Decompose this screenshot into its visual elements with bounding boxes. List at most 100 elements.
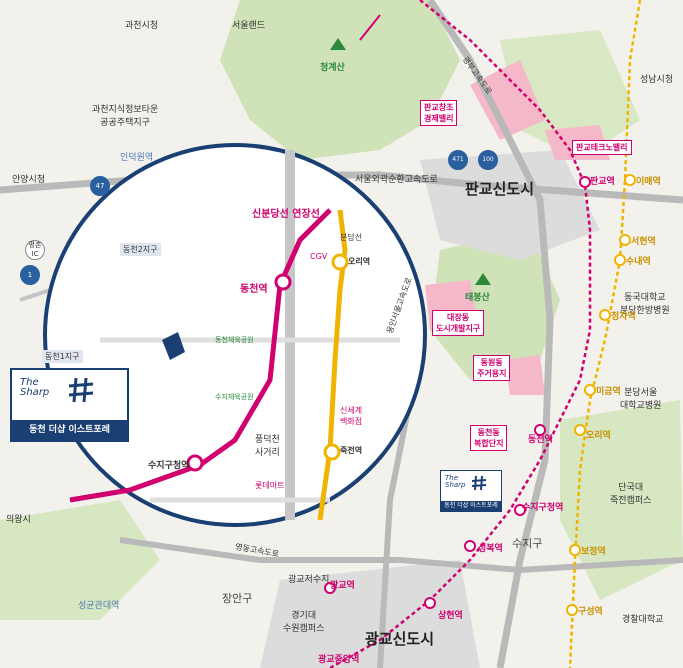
route-100-badge: 100 xyxy=(478,150,498,170)
label-pangyo-stn: 판교역 xyxy=(590,177,615,187)
station-bojeong[interactable] xyxy=(569,544,581,556)
station-gwanggyo[interactable] xyxy=(324,582,336,594)
project-logo-small: The Sharp 동천 더샵 이스트포레 xyxy=(440,470,502,512)
mountain-cheonggye-label: 청계산 xyxy=(320,63,345,73)
station-jeongja[interactable] xyxy=(599,309,611,321)
district-pangyo: 판교신도시 xyxy=(465,180,535,198)
inset-label-dongcheon1: 동천1지구 xyxy=(42,350,83,363)
place-gwanggyo-lake: 광교저수지 xyxy=(288,575,330,585)
label-gwanggyo-station: 광교역 xyxy=(330,581,355,591)
inset-station-jukjeon[interactable] xyxy=(323,443,341,461)
line-sinbundang-out xyxy=(329,0,592,668)
place-seoulland: 서울랜드 xyxy=(232,21,266,31)
inset-label-pungdeok: 풍덕천 사거리 xyxy=(255,435,280,458)
mountain-icon xyxy=(475,273,491,285)
green-area-cheonggye xyxy=(220,0,460,160)
green-area-east xyxy=(560,400,683,600)
line-bundang-out xyxy=(568,0,642,668)
project-site-marker[interactable] xyxy=(162,332,185,360)
green-area-north xyxy=(500,30,640,160)
inset-label-dongcheon: 동천역 xyxy=(240,284,268,295)
inset-label-cgv: CGV xyxy=(310,252,328,261)
place-seongnam: 성남시청 xyxy=(640,75,674,85)
station-dongcheon-outer[interactable] xyxy=(534,424,546,436)
zone-label-pangyo-tech: 판교테크노밸리 xyxy=(572,140,632,155)
label-bojeong: 보정역 xyxy=(581,547,606,557)
zone-pangyo-2nd xyxy=(470,60,545,140)
zone-label-daejang: 대장동 도시개발지구 xyxy=(432,310,485,336)
place-anyang: 안양시청 xyxy=(12,175,46,185)
inset-label-suji-office: 수지구청역 xyxy=(148,461,190,471)
station-sanghyeon[interactable] xyxy=(424,597,436,609)
place-police-univ: 경찰대학교 xyxy=(622,615,664,625)
ic-pyeongchon-badge: 평촌IC xyxy=(25,240,45,260)
inset-station-suji-office[interactable] xyxy=(186,454,204,472)
inset-station-dongcheon[interactable] xyxy=(274,273,292,291)
station-pangyo[interactable] xyxy=(579,176,591,188)
project-title: 동천 더샵 이스트포레 xyxy=(12,420,127,440)
green-area-taebong xyxy=(430,230,560,380)
place-inducwon: 인덕원역 xyxy=(120,153,154,163)
label-guseong: 구성역 xyxy=(578,607,603,617)
place-uiwang: 의왕시 xyxy=(6,515,31,525)
station-suji-outer[interactable] xyxy=(514,504,526,516)
place-dongguk: 동국대학교 분당한방병원 xyxy=(620,293,670,316)
road-yeongdong xyxy=(119,537,683,574)
hash-icon-small xyxy=(471,475,487,491)
label-sunae: 수내역 xyxy=(626,257,651,267)
district-gwanggyo: 광교신도시 xyxy=(365,630,435,648)
label-seohyeon: 서현역 xyxy=(631,237,656,247)
place-sungkyunkwan: 성균관대역 xyxy=(78,601,120,611)
inset-line-sinbundang xyxy=(69,208,332,503)
line-segment xyxy=(359,14,381,41)
zone-label-dongwon: 동원동 주거용지 xyxy=(473,355,511,381)
inset-label-shinsegae: 신세계 백화점 xyxy=(340,406,363,426)
station-sunae[interactable] xyxy=(614,254,626,266)
route-1-badge: 1 xyxy=(20,265,40,285)
inset-station-ori[interactable] xyxy=(331,253,349,271)
inset-label-ori: 오리역 xyxy=(348,257,371,266)
inset-label-dongcheon-park: 동천체육공원 xyxy=(215,336,254,344)
zone-label-pangyo-2nd: 판교창조 경제밸리 xyxy=(420,100,458,126)
label-ori-outer: 오리역 xyxy=(586,431,611,441)
label-gwanggyo-jungang: 광교중앙역 xyxy=(318,655,360,665)
mountain-icon xyxy=(330,38,346,50)
inset-label-suji-park: 수지체육공원 xyxy=(215,393,254,401)
station-migeum[interactable] xyxy=(584,384,596,396)
urban-area-pangyo xyxy=(420,150,600,260)
label-migeum: 미금역 xyxy=(596,387,621,397)
green-area-west xyxy=(0,500,160,620)
station-ori-outer[interactable] xyxy=(574,424,586,436)
label-sanghyeon: 상현역 xyxy=(438,611,463,621)
label-seongbok: 성복역 xyxy=(478,544,503,554)
station-seohyeon[interactable] xyxy=(619,234,631,246)
station-guseong[interactable] xyxy=(566,604,578,616)
road-gyeongbu xyxy=(427,0,554,668)
label-suji-office-outer: 수지구청역 xyxy=(522,503,564,513)
zone-label-dongcheon-complex: 동천동 복합단지 xyxy=(470,425,508,451)
place-gwacheon: 과천시청 xyxy=(125,21,159,31)
urban-area-gwanggyo xyxy=(260,560,480,668)
inset-label-jukjeon: 죽전역 xyxy=(340,446,363,455)
station-imae[interactable] xyxy=(624,174,636,186)
district-suji: 수지구 xyxy=(512,537,543,550)
place-gwacheon-district: 과천지식정보타운 공공주택지구 xyxy=(92,105,159,128)
station-seongbok[interactable] xyxy=(464,540,476,552)
road-seoul-ring-label: 서울외곽순환고속도로 xyxy=(355,175,438,185)
hash-icon xyxy=(67,376,95,404)
place-gyeonggi-univ: 경기대 수원캠퍼스 xyxy=(283,611,325,634)
project-logo-card: The Sharp 동천 더샵 이스트포레 xyxy=(10,368,129,442)
project-title-small: 동천 더샵 이스트포레 xyxy=(441,501,501,511)
label-jeongja: 정자역 xyxy=(611,312,636,322)
brand-logo-text-small: The Sharp xyxy=(445,474,466,489)
inset-label-lotte: 롯데마트 xyxy=(255,481,285,490)
route-171-badge: 471 xyxy=(448,150,468,170)
zone-dongwon xyxy=(505,355,545,395)
inset-label-bundang: 분당선 xyxy=(340,233,363,242)
route-47-badge: 47 xyxy=(90,176,110,196)
mountain-taebong-label: 태봉산 xyxy=(465,293,490,303)
district-jangan: 장안구 xyxy=(222,592,253,605)
inset-label-extension: 신분당선 연장선 xyxy=(252,209,320,220)
